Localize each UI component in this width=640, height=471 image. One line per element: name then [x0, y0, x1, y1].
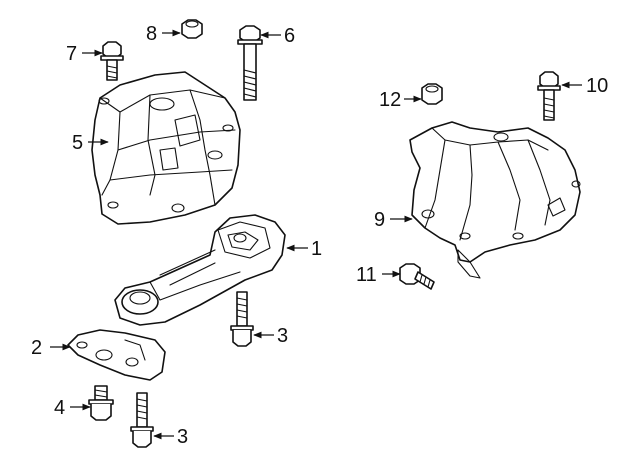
callout-4: 4	[54, 397, 65, 419]
leader-lines	[50, 29, 582, 440]
long-bolt[interactable]	[237, 25, 263, 101]
callout-6: 6	[284, 25, 295, 47]
callout-10: 10	[586, 75, 608, 97]
callout-9: 9	[374, 209, 385, 231]
callout-3-lower: 3	[177, 426, 188, 448]
callout-5: 5	[72, 132, 83, 154]
bracket-2[interactable]	[67, 329, 166, 381]
bolt-7[interactable]	[100, 41, 124, 81]
nut-8[interactable]	[181, 19, 203, 39]
callout-8: 8	[146, 23, 157, 45]
callout-11: 11	[356, 264, 377, 286]
callout-12: 12	[379, 89, 401, 111]
bolt-10[interactable]	[537, 71, 561, 121]
stud-11[interactable]	[399, 263, 435, 290]
transmission-mount[interactable]	[91, 71, 241, 225]
engine-mount[interactable]	[409, 121, 581, 279]
bolt-4[interactable]	[88, 385, 114, 421]
callout-3-upper: 3	[277, 325, 288, 347]
callout-2: 2	[31, 337, 42, 359]
callout-7: 7	[66, 43, 77, 65]
torque-rod[interactable]	[114, 214, 286, 326]
bolt-3-upper[interactable]	[230, 291, 254, 347]
bolt-3-lower[interactable]	[130, 392, 154, 448]
callout-labels: 1 2 3 3 4 5 6 7 8 9 10 11 12	[31, 23, 608, 448]
callout-1: 1	[311, 238, 322, 260]
nut-12[interactable]	[421, 83, 443, 105]
